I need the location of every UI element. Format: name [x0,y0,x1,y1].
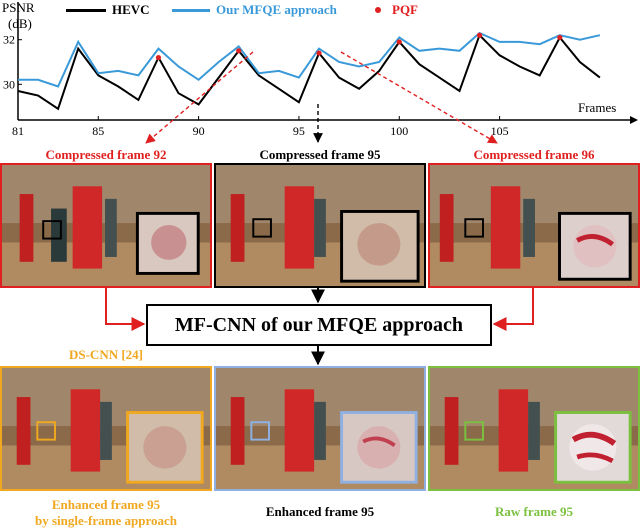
x-axis-arrowhead [630,116,638,124]
legend-mfqe-label: Our MFQE approach [216,2,337,17]
x-tick-label: 90 [193,124,205,138]
x-tick-label: 85 [92,124,104,138]
compressed-frame-95-image [214,163,426,288]
pqf-point [236,48,242,54]
compressed-frame-95-title: Compressed frame 95 [259,147,381,162]
chart-points [155,32,563,61]
legend-pqf-label: PQF [392,2,418,17]
legend-hevc-swatch [66,9,106,12]
y-axis-label-line1: PSNR [2,0,35,15]
x-tick-label: 100 [390,124,408,138]
pqf92-dashed-arrow [145,51,254,144]
pqf-point [396,39,402,45]
legend-mfqe-swatch [172,9,210,12]
single-frame-caption-line2: by single-frame approach [34,513,178,528]
legend-pqf-marker [375,7,381,13]
pqf-point [557,34,563,41]
compressed-frame-96-image [428,163,640,288]
pqf-point [155,54,162,61]
chart-axes [17,2,638,124]
legend-hevc-label: HEVC [112,2,150,17]
series-line-0 [17,33,601,111]
ds-cnn-label: DS-CNN [24] [68,347,144,362]
x-axis-label: Frames [578,100,617,115]
compressed-frame-92-image [0,163,212,288]
x-tick-label: 95 [293,124,305,138]
pqf96-dashed-arrow [340,51,498,144]
x-tick-label: 81 [12,124,24,138]
y-tick-label: 32 [3,33,15,47]
mfqe-enhanced-image [214,366,426,491]
raw-frame-image [428,366,640,491]
y-axis-label-line2: (dB) [8,16,32,31]
frame96-to-network-arrow [492,288,534,331]
compressed-frame-92-title: Compressed frame 92 [45,147,167,162]
compressed-frame-96-title: Compressed frame 96 [473,147,595,162]
pqf-point [316,50,322,56]
chart-lines [17,31,601,111]
frame92-to-network-arrow [105,288,146,331]
single-frame-enhanced-image [0,366,212,491]
y-tick-label: 30 [3,77,15,91]
series-line-1 [18,31,601,88]
pqf-point [476,32,483,38]
single-frame-caption-line1: Enhanced frame 95 [51,497,161,512]
mf-cnn-network-box: MF-CNN of our MFQE approach [146,304,492,346]
raw-frame-caption: Raw frame 95 [495,504,573,519]
mfqe-enhanced-caption: Enhanced frame 95 [265,504,375,519]
